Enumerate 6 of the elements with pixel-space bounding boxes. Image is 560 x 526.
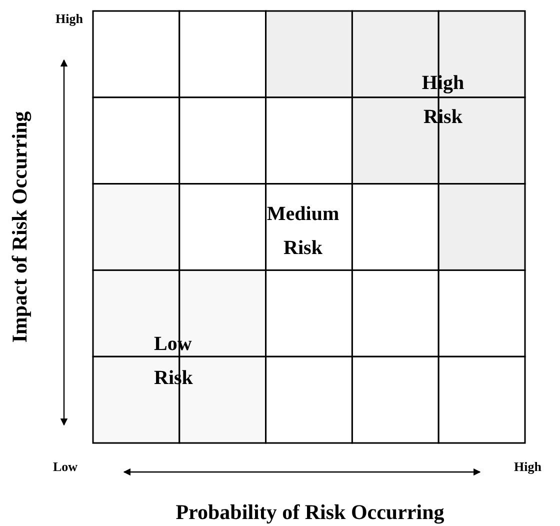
zone-label: Medium Risk [266, 202, 340, 261]
axis-label: Low [53, 458, 78, 476]
axis-title: Impact of Risk Occurring [6, 111, 32, 343]
axis-label: High [514, 458, 542, 476]
axis-title: Probability of Risk Occurring [174, 499, 446, 526]
axis-label: High [56, 10, 83, 28]
